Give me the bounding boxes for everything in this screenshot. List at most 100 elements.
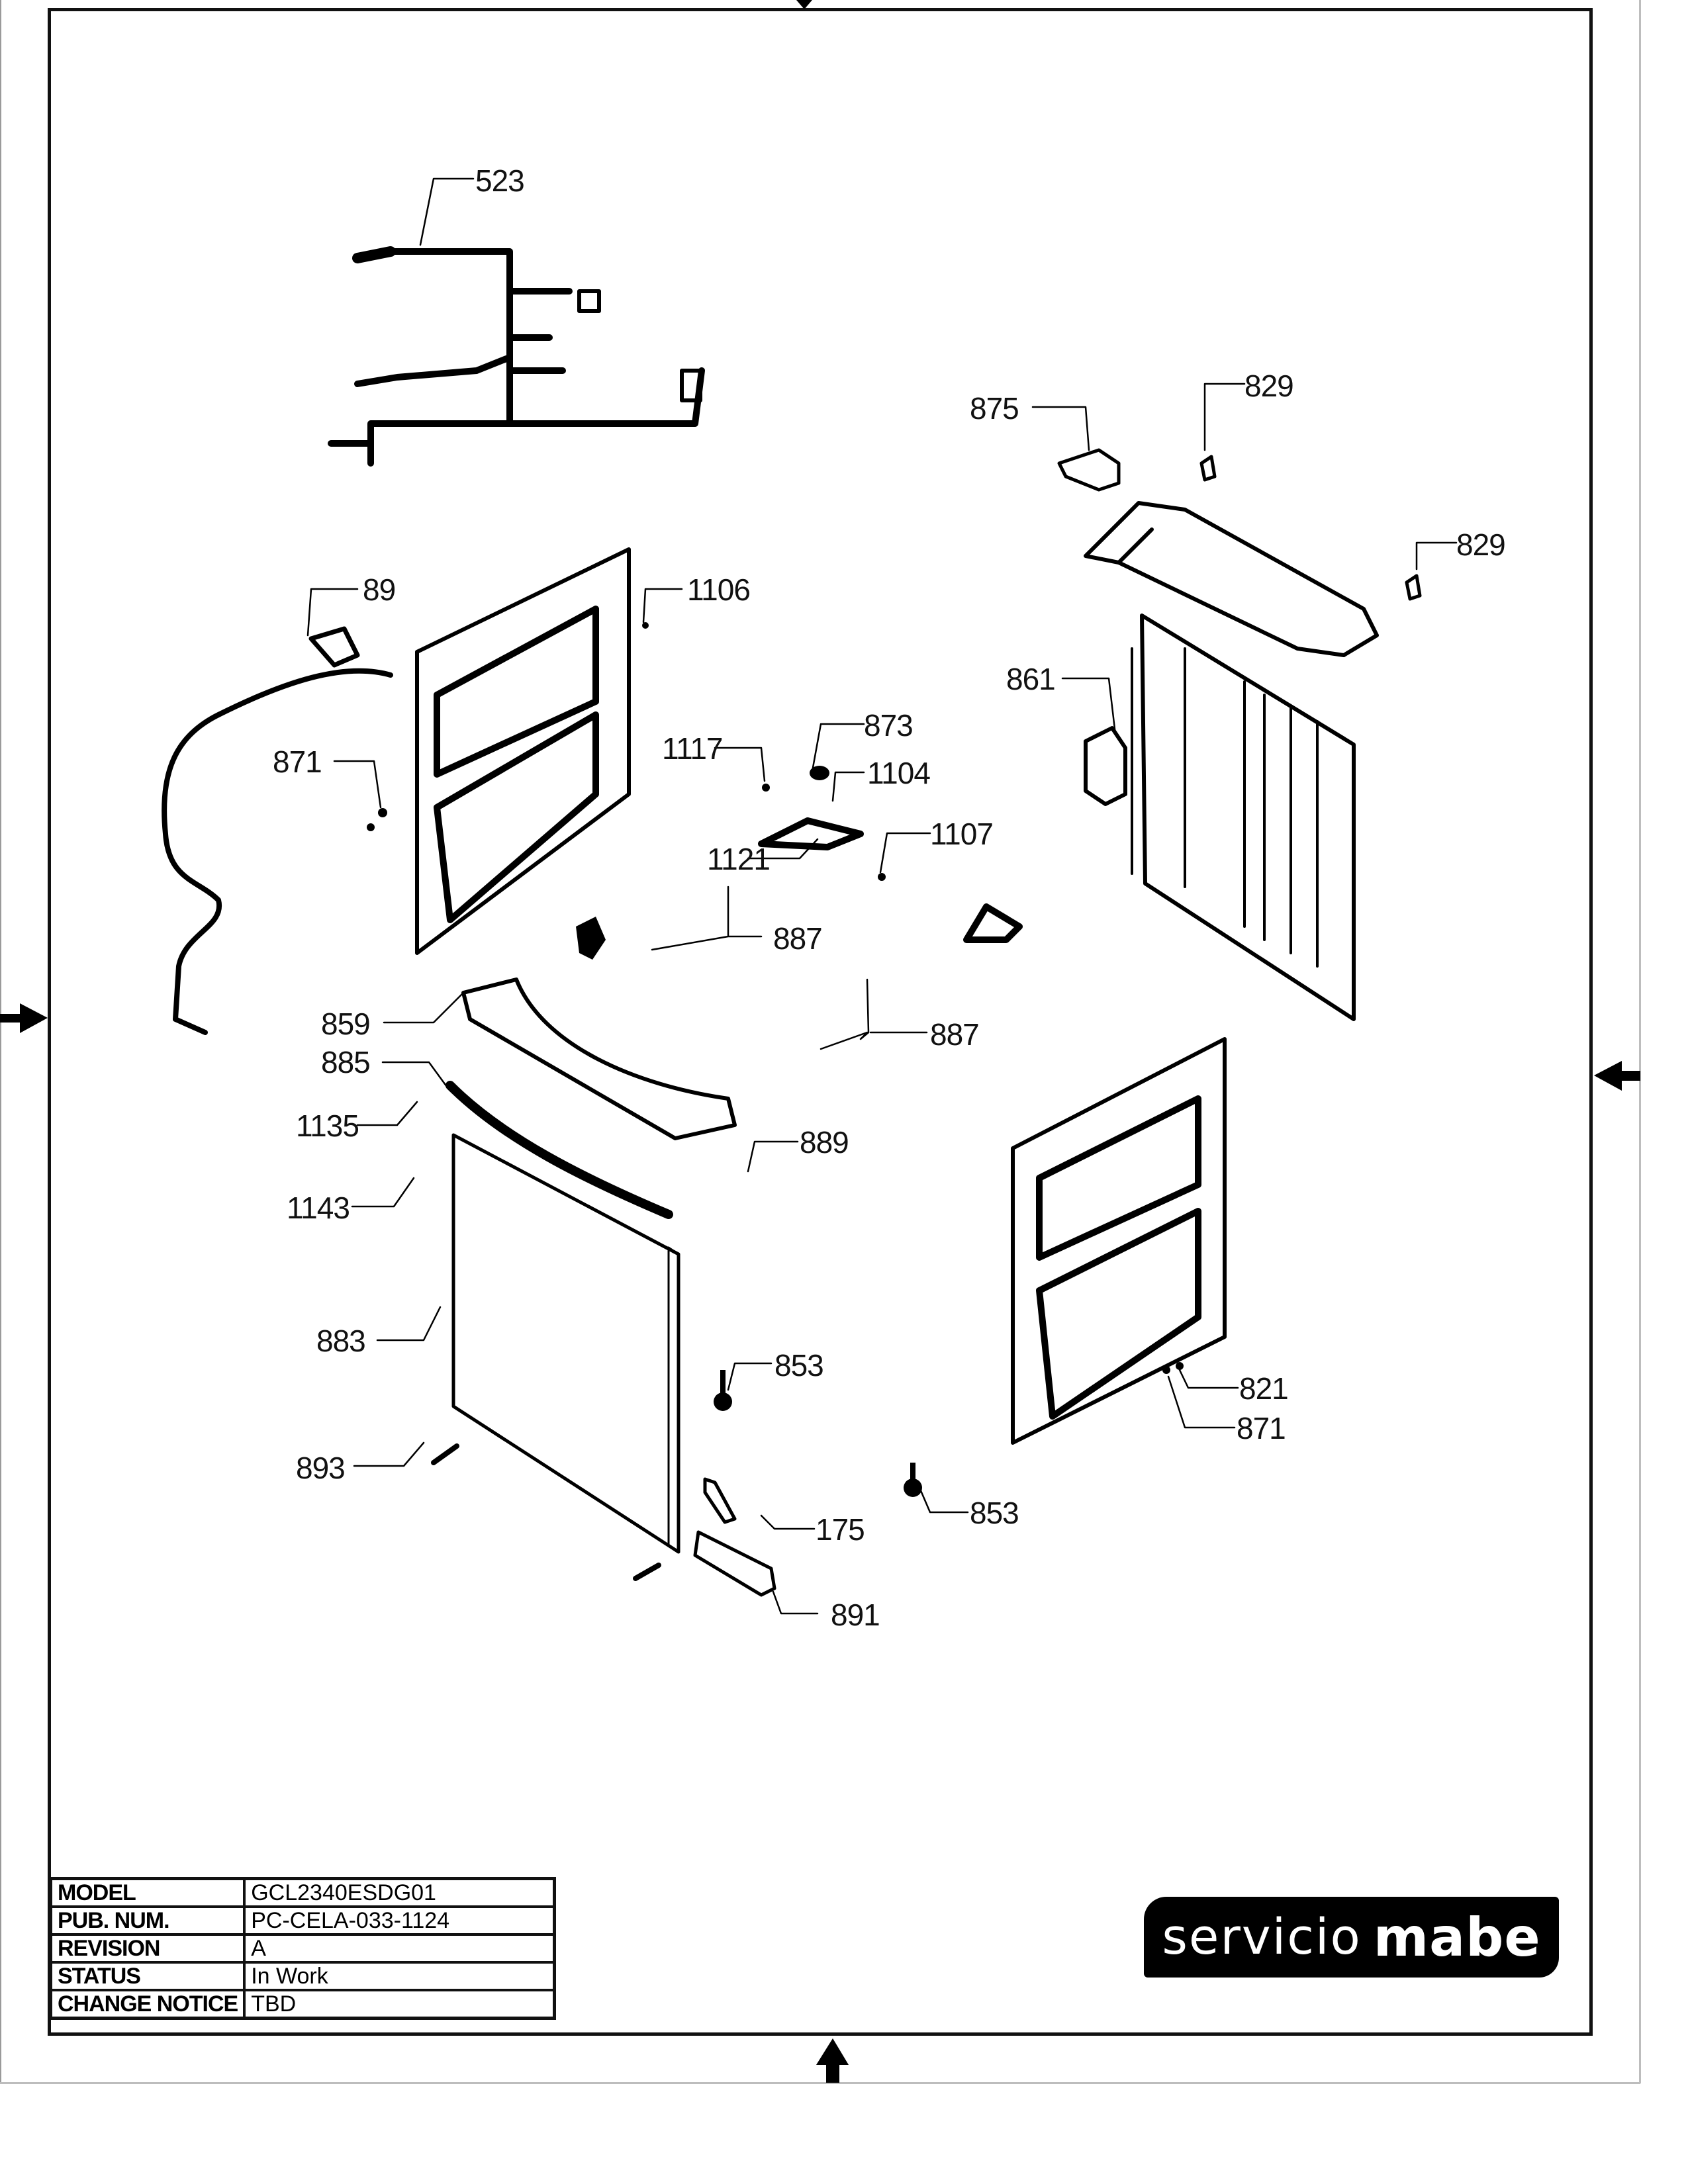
- callout-853: 853: [774, 1348, 824, 1383]
- gasket-885: [445, 1081, 673, 1219]
- leader-891: [772, 1590, 819, 1615]
- wiring-harness: [328, 246, 705, 467]
- leader-1135: [356, 1101, 418, 1126]
- leader-1107: [879, 832, 931, 874]
- leader-1143: [351, 1177, 415, 1208]
- brand-logo-servicio: servicio: [1162, 1909, 1362, 1966]
- callout-873: 873: [864, 708, 914, 743]
- callout-1107: 1107: [930, 817, 994, 851]
- callout-885: 885: [321, 1045, 371, 1079]
- callout-829: 829: [1244, 369, 1294, 403]
- front-panel-883: [451, 1133, 680, 1554]
- arrow-left-icon: [0, 1003, 48, 1033]
- callout-861: 861: [1006, 662, 1056, 696]
- callout-175: 175: [816, 1512, 865, 1547]
- leader-887-a: [651, 886, 763, 951]
- leader-893: [353, 1441, 425, 1467]
- arrow-right-icon: [1594, 1061, 1640, 1091]
- leader-1117: [714, 747, 766, 782]
- pub-num-value: PC-CELA-033-1124: [243, 1905, 556, 1936]
- left-side-panel: [415, 547, 631, 955]
- callout-871: 871: [273, 745, 322, 779]
- callout-821: 821: [1239, 1371, 1289, 1406]
- callout-859: 859: [321, 1007, 371, 1041]
- callout-829: 829: [1456, 527, 1506, 562]
- callout-1135: 1135: [296, 1109, 359, 1143]
- callout-891: 891: [831, 1598, 880, 1632]
- top-frame: [1084, 501, 1379, 657]
- page-edge-right: [1639, 0, 1641, 2083]
- callout-853: 853: [970, 1496, 1019, 1530]
- clip-829-top: [1199, 455, 1217, 482]
- switch-861: [1084, 726, 1127, 806]
- cover-plate-891: [693, 1530, 776, 1597]
- callout-1106: 1106: [687, 572, 751, 607]
- revision-value: A: [243, 1933, 556, 1964]
- callout-89: 89: [363, 572, 396, 607]
- hinge-pin-893: [431, 1443, 459, 1465]
- title-block-row: PUB. NUM.PC-CELA-033-1124: [49, 1905, 556, 1936]
- leader-861: [1061, 677, 1117, 736]
- leader-853-b: [919, 1488, 969, 1514]
- leader-873: [812, 723, 865, 769]
- revision-label: REVISION: [49, 1933, 246, 1964]
- base-frame-859: [461, 978, 737, 1140]
- rear-panel: [1131, 614, 1356, 1021]
- change-notice-label: CHANGE NOTICE: [49, 1989, 246, 2020]
- arrow-top-icon: [796, 0, 812, 9]
- change-notice-value: TBD: [243, 1989, 556, 2020]
- right-side-panel: [1011, 1037, 1227, 1445]
- leveling-bracket-1104: [758, 817, 864, 850]
- page-edge-bottom: [0, 2082, 1640, 2084]
- leader-885: [381, 1061, 448, 1088]
- foot-pad-873: [810, 766, 829, 780]
- callout-523: 523: [475, 163, 525, 198]
- center-marks: [0, 0, 1640, 2083]
- callout-1117: 1117: [662, 731, 724, 766]
- callout-875: 875: [970, 391, 1019, 426]
- leader-871-right: [1167, 1375, 1236, 1429]
- brand-logo: servicio mabe: [1144, 1897, 1559, 1978]
- page-edge-left: [0, 0, 1, 2083]
- leader-871-left: [333, 760, 382, 809]
- leader-887-b: [820, 978, 928, 1050]
- leveling-leg-853-a: [714, 1370, 732, 1411]
- leader-1121: [747, 838, 819, 860]
- callout-1121: 1121: [707, 842, 771, 876]
- leader-89: [306, 588, 359, 637]
- leader-1106: [642, 588, 683, 623]
- drawing-frame: [48, 8, 1593, 2036]
- leader-829-top: [1203, 383, 1246, 451]
- callout-887: 887: [930, 1017, 980, 1052]
- model-label: MODEL: [49, 1877, 246, 1908]
- leader-889: [747, 1140, 799, 1173]
- leader-853-a: [727, 1362, 773, 1391]
- leader-821: [1178, 1369, 1239, 1389]
- leader-1104: [831, 771, 865, 802]
- arrow-bottom-icon: [816, 2038, 849, 2083]
- cover-175: [703, 1477, 737, 1524]
- callout-883: 883: [316, 1324, 366, 1358]
- leader-875: [1031, 406, 1090, 451]
- bracket-875: [1057, 448, 1121, 492]
- model-value: GCL2340ESDG01: [243, 1877, 556, 1908]
- leader-883: [376, 1306, 442, 1342]
- pub-num-label: PUB. NUM.: [49, 1905, 246, 1936]
- motor-part: [576, 917, 606, 960]
- callout-871: 871: [1237, 1411, 1286, 1445]
- brand-logo-mabe: mabe: [1373, 1906, 1541, 1968]
- leader-829-right: [1415, 541, 1458, 570]
- leader-175: [760, 1514, 816, 1530]
- status-value: In Work: [243, 1961, 556, 1991]
- leveling-bracket-right: [963, 903, 1023, 943]
- callout-1104: 1104: [867, 756, 931, 790]
- callout-893: 893: [296, 1451, 346, 1485]
- hinge-pin-lower: [633, 1563, 661, 1581]
- callout-1143: 1143: [287, 1191, 350, 1225]
- leader-859: [383, 991, 465, 1024]
